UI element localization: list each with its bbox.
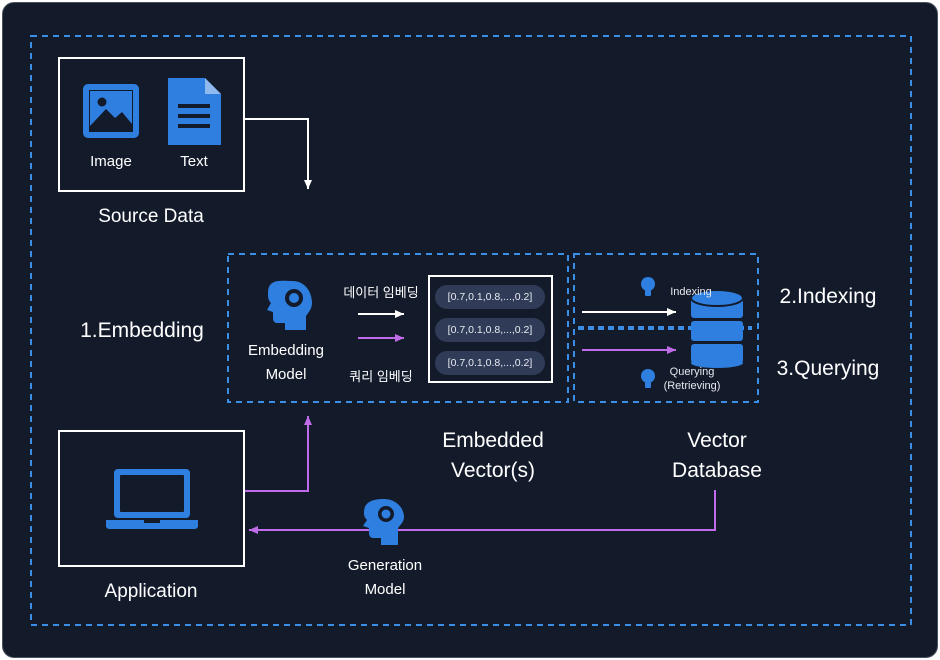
vector-db-group-dashed [573, 253, 759, 403]
generation-model-label-line2: Model [364, 581, 406, 598]
indexing-lightbulb-icon [641, 277, 655, 296]
querying-small-label-line2: (Retrieving) [663, 380, 721, 392]
step-embedding-label: 1.Embedding [80, 319, 204, 342]
vector-database-label-line1: Vector [687, 429, 747, 452]
database-icon [690, 289, 744, 368]
image-icon [83, 84, 139, 138]
application-to-embedding-arrow [245, 416, 312, 492]
vector-pill: [0.7,0.1,0.8,...,0.2] [435, 351, 545, 375]
application-box [58, 430, 245, 567]
querying-lightbulb-icon [641, 369, 655, 388]
source-data-title: Source Data [98, 206, 204, 227]
image-label: Image [90, 153, 132, 170]
generation-model-head-icon [363, 499, 404, 545]
text-document-icon [168, 78, 221, 145]
source-data-box [58, 57, 245, 192]
laptop-icon [106, 469, 198, 529]
embedded-vectors-label-line1: Embedded [442, 429, 544, 452]
data-embedding-label: 데이터 임베딩 [343, 285, 419, 300]
query-embedding-label: 쿼리 임베딩 [349, 369, 413, 384]
vector-pill: [0.7,0.1,0.8,...,0.2] [435, 285, 545, 309]
step-indexing-label: 2.Indexing [779, 285, 877, 308]
database-to-application-arrow [249, 490, 716, 534]
step-querying-label: 3.Querying [776, 357, 880, 380]
application-label: Application [104, 581, 198, 602]
embedding-group-dashed [227, 253, 569, 403]
vector-database-label-line2: Database [672, 459, 762, 482]
outer-dashed-border [30, 35, 912, 626]
embedding-model-label-line1: Embedding [248, 342, 324, 359]
embedded-vectors-label-line2: Vector(s) [450, 459, 536, 482]
generation-model-label-line1: Generation [347, 557, 423, 574]
indexing-small-label: Indexing [670, 286, 712, 298]
text-label: Text [180, 153, 208, 170]
embedding-model-label-line2: Model [265, 366, 307, 383]
querying-small-label-line1: Querying [669, 366, 715, 378]
embedding-model-head-icon [267, 280, 312, 330]
vectors-box [428, 275, 553, 383]
source-to-embedding-arrow [245, 118, 312, 189]
vector-pill: [0.7,0.1,0.8,...,0.2] [435, 318, 545, 342]
